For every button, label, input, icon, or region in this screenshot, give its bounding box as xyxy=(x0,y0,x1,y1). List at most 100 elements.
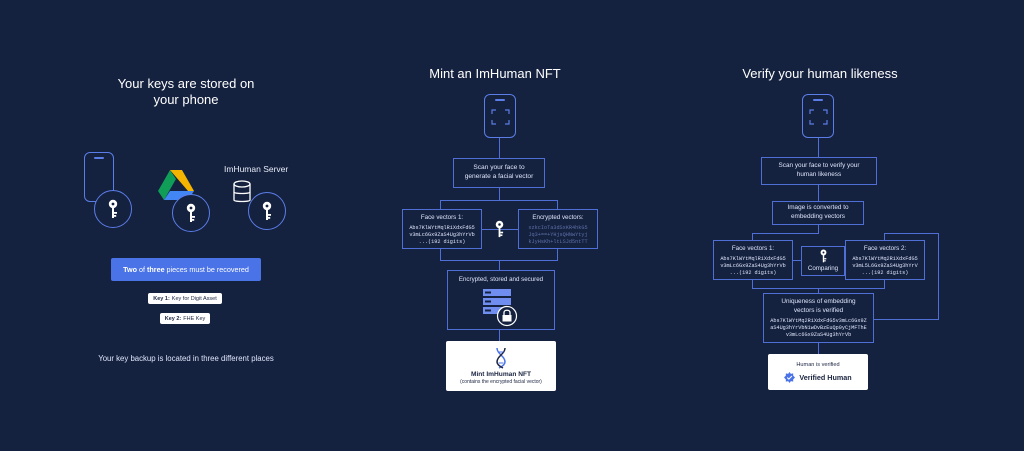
convert-line2: embedding vectors xyxy=(791,213,845,220)
connector xyxy=(752,233,819,234)
unique-line1: Uniqueness of embedding xyxy=(781,298,856,305)
panel3-title: Verify your human likeness xyxy=(742,66,898,81)
key1-chip: Key 1: Key for Digit Asset xyxy=(148,293,222,304)
panel1-title-line1: Your keys are stored on xyxy=(117,76,255,91)
face-scan-icon xyxy=(809,109,828,125)
connector xyxy=(557,200,558,209)
fv2-title: Face vectors 2: xyxy=(863,245,907,252)
key-circle-phone xyxy=(94,190,132,228)
scan-face-box: Scan your face to generate a facial vect… xyxy=(453,158,545,188)
unique-vector-line: Abs7KlWYtMq2RiXdxFdG5v3mLc6Gx9Z xyxy=(770,318,867,325)
face-vectors-2-box: Face vectors 2: Abs7KlWYtMq2RiXdxFdG5 v3… xyxy=(845,240,925,280)
verify-scan-line1: Scan your face to verify your xyxy=(778,162,860,170)
key-circle-drive xyxy=(172,194,210,232)
connector xyxy=(440,249,441,260)
scan-line1: Scan your face to xyxy=(473,164,525,172)
panel2-title: Mint an ImHuman NFT xyxy=(429,66,561,81)
connector xyxy=(938,233,939,319)
key-icon xyxy=(108,199,118,218)
enc-line: xzkcIoTa3dSxKR4hkG5 xyxy=(528,225,588,232)
recovery-banner: Two of three pieces must be recovered xyxy=(111,258,261,281)
connector xyxy=(440,200,441,209)
verified-badge-text: Verified Human xyxy=(799,372,852,382)
fv-line: Abs7KlWYtMqlRiXdxFdG5 xyxy=(409,225,475,232)
connector xyxy=(499,260,500,270)
fv1-line: ...(192 digits) xyxy=(729,269,777,276)
connector xyxy=(557,249,558,260)
connector xyxy=(818,185,819,201)
unique-line2: vectors is verified xyxy=(793,306,844,314)
comparing-box: Comparing xyxy=(801,246,845,276)
verified-label: Human is verified xyxy=(796,361,840,368)
banner-strong2: three xyxy=(146,265,165,274)
server-label: ImHuman Server xyxy=(224,164,289,174)
key-icon xyxy=(820,249,826,263)
key1-text: Key for Digit Asset xyxy=(171,295,217,302)
mint-nft-box: Mint ImHuman NFT (contains the encrypted… xyxy=(446,341,556,391)
connector xyxy=(874,319,939,320)
connector xyxy=(884,233,885,240)
panel1-title-line2: your phone xyxy=(153,92,219,108)
fv2-line: v3mL5L6Gx9ZaS4Ug3hYrV xyxy=(852,263,918,270)
nft-title: Mint ImHuman NFT xyxy=(470,370,532,378)
key2-chip: Key 2: FHE Key xyxy=(160,313,210,324)
panel1-title: Your keys are stored on your phone xyxy=(100,76,272,109)
convert-line1: Image is converted to xyxy=(787,204,849,212)
database-icon xyxy=(233,180,251,203)
key-icon xyxy=(495,220,504,238)
uniqueness-box: Uniqueness of embedding vectors is verif… xyxy=(763,293,874,343)
fv1-line: Abs7KlWYtMqlRiXdxFdG5 xyxy=(720,256,786,263)
fv1-line: v3mLc6Gx9ZaS4Ug3hYrVb xyxy=(720,263,786,270)
unique-vector-line: v3mLc6Gx9ZaS4Ug3hYrVb xyxy=(785,331,852,338)
connector xyxy=(752,233,753,240)
fv2-line: Abs7KlWYtMq2RiXdxFdG5 xyxy=(852,256,918,263)
key2-text: FHE Key xyxy=(183,315,206,322)
face-vectors-box: Face vectors 1: Abs7KlWYtMqlRiXdxFdG5 v3… xyxy=(402,209,482,249)
encrypted-vectors-box: Encrypted vectors: xzkcIoTa3dSxKR4hkG5 J… xyxy=(518,209,598,249)
connector xyxy=(818,288,819,293)
fv1-title: Face vectors 1: xyxy=(731,245,775,252)
fv2-line: ...(192 digits) xyxy=(861,269,909,276)
connector xyxy=(440,200,558,201)
phone-icon xyxy=(484,94,516,138)
nft-sub: (contains the encrypted facial vector) xyxy=(460,378,542,385)
key1-label: Key 1: xyxy=(153,295,170,302)
google-drive-icon xyxy=(158,170,194,200)
verified-badge-row: Verified Human xyxy=(784,371,852,383)
verified-badge-icon xyxy=(784,371,796,383)
connector xyxy=(818,138,819,157)
verify-scan-box: Scan your face to verify your human like… xyxy=(761,157,877,185)
comparing-label: Comparing xyxy=(807,264,839,272)
key-icon xyxy=(186,203,196,222)
convert-box: Image is converted to embedding vectors xyxy=(772,201,864,225)
scan-line2: generate a facial vector xyxy=(464,173,534,180)
verify-scan-line2: human likeness xyxy=(796,171,842,178)
stored-secured-box: Encrypted, stored and secured xyxy=(447,270,555,330)
connector xyxy=(818,343,819,354)
connector xyxy=(884,280,885,288)
enc-line: kJyHsKh+ltLSJd5ntTT xyxy=(528,238,588,245)
fv-line: v3mLc6Gx9ZaS4Ug3hYrVb xyxy=(409,232,475,239)
banner-mid: of xyxy=(136,265,147,274)
server-lock-icon xyxy=(483,289,518,327)
phone-icon xyxy=(802,94,834,138)
panel1-footer: Your key backup is located in three diff… xyxy=(98,354,274,363)
key2-label: Key 2: xyxy=(164,315,182,322)
verified-box: Human is verified Verified Human xyxy=(768,354,868,390)
connector xyxy=(499,330,500,341)
banner-strong1: Two xyxy=(123,265,137,274)
connector xyxy=(818,225,819,233)
connector xyxy=(884,233,939,234)
banner-rest: pieces must be recovered xyxy=(164,265,249,274)
unique-vector-line: aS4Ug3hYrVbN1wDvBzEuQp0yCjMFThE xyxy=(770,325,867,332)
connector xyxy=(793,260,801,261)
fv-title: Face vectors 1: xyxy=(420,214,464,221)
stored-text: Encrypted, stored and secured xyxy=(458,276,544,283)
face-vectors-1-box: Face vectors 1: Abs7KlWYtMqlRiXdxFdG5 v3… xyxy=(713,240,793,280)
connector xyxy=(499,188,500,200)
connector xyxy=(752,280,753,288)
enc-title: Encrypted vectors: xyxy=(532,214,584,221)
enc-line: Jq3+==+YHjsQHNwYtyj xyxy=(528,232,588,239)
dna-icon xyxy=(496,347,506,369)
key-icon xyxy=(262,201,272,220)
